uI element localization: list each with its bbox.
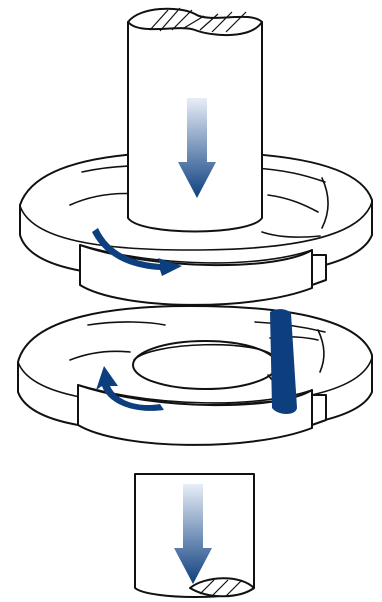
counterclockwise-rotation-arrow-icon <box>96 366 164 411</box>
input-shaft-hatch <box>149 7 247 33</box>
lower-turbine-disc <box>17 305 373 446</box>
down-arrow-icon <box>178 98 216 198</box>
fluid-coupling-channel <box>270 309 297 414</box>
output-shaft <box>134 473 255 598</box>
down-arrow-icon <box>174 484 212 584</box>
input-shaft <box>127 7 263 233</box>
output-shaft-hatch <box>199 579 243 597</box>
clockwise-rotation-arrow-icon <box>92 228 182 276</box>
